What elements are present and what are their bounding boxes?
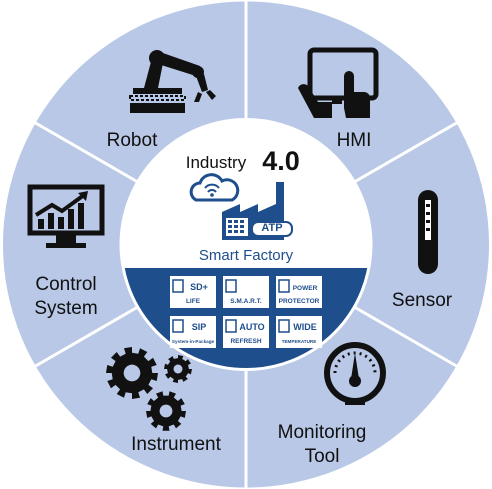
feature-title: AUTO bbox=[239, 322, 264, 332]
factory-badge: ATP bbox=[261, 222, 282, 234]
power-protector-icon bbox=[278, 279, 290, 293]
thermometer-icon bbox=[418, 190, 438, 274]
feature-tile: AUTO REFRESH bbox=[223, 316, 269, 348]
cloud-wifi-icon bbox=[189, 173, 240, 202]
hub-title-word: Industry bbox=[186, 153, 247, 172]
sip-icon bbox=[172, 319, 184, 333]
hub-subtitle: Smart Factory bbox=[199, 247, 294, 264]
feature-tile: SD+ LIFE bbox=[170, 276, 216, 308]
segment-label-sensor: Sensor bbox=[392, 290, 453, 311]
feature-subtitle: System-in-Package bbox=[172, 339, 215, 344]
feature-title: POWER bbox=[293, 285, 318, 292]
segment-label-hmi: HMI bbox=[337, 130, 372, 151]
segment-label-instrument: Instrument bbox=[131, 434, 221, 455]
feature-title: SD+ bbox=[190, 282, 208, 292]
segment-divider bbox=[32, 120, 143, 186]
gears-icon bbox=[106, 347, 192, 431]
feature-subtitle: S.M.A.R.T. bbox=[230, 298, 262, 305]
feature-tile: POWER PROTECTOR bbox=[276, 276, 322, 308]
segment-divider bbox=[349, 303, 460, 369]
feature-subtitle: LIFE bbox=[186, 298, 201, 305]
sd-card-icon bbox=[172, 279, 184, 293]
factory-icon bbox=[222, 182, 293, 240]
smart-monitor-icon bbox=[225, 279, 237, 293]
feature-tile: S.M.A.R.T. bbox=[223, 276, 269, 308]
feature-title: SIP bbox=[192, 322, 207, 332]
feature-tile: WIDE TEMPERATURE bbox=[276, 316, 322, 348]
feature-subtitle: REFRESH bbox=[230, 338, 261, 345]
segment-dividers bbox=[32, 0, 460, 489]
feature-tile: SIP System-in-Package bbox=[170, 316, 216, 348]
robot-arm-icon bbox=[129, 50, 216, 113]
segment-divider bbox=[32, 303, 143, 369]
segment-divider bbox=[349, 120, 460, 186]
feature-grid: SD+ LIFE S.M.A.R.T. POWER PROTECTOR SIP System… bbox=[170, 276, 322, 348]
hub-title-version: 4.0 bbox=[262, 146, 300, 176]
feature-subtitle: PROTECTOR bbox=[279, 298, 320, 305]
feature-subtitle: TEMPERATURE bbox=[282, 339, 317, 344]
segment-label-robot: Robot bbox=[107, 130, 158, 151]
feature-title: WIDE bbox=[293, 322, 317, 332]
wide-temperature-icon bbox=[278, 319, 290, 333]
auto-refresh-icon bbox=[225, 319, 237, 333]
touch-screen-icon bbox=[298, 47, 379, 118]
chart-monitor-icon bbox=[27, 184, 105, 248]
gauge-icon bbox=[324, 342, 386, 405]
